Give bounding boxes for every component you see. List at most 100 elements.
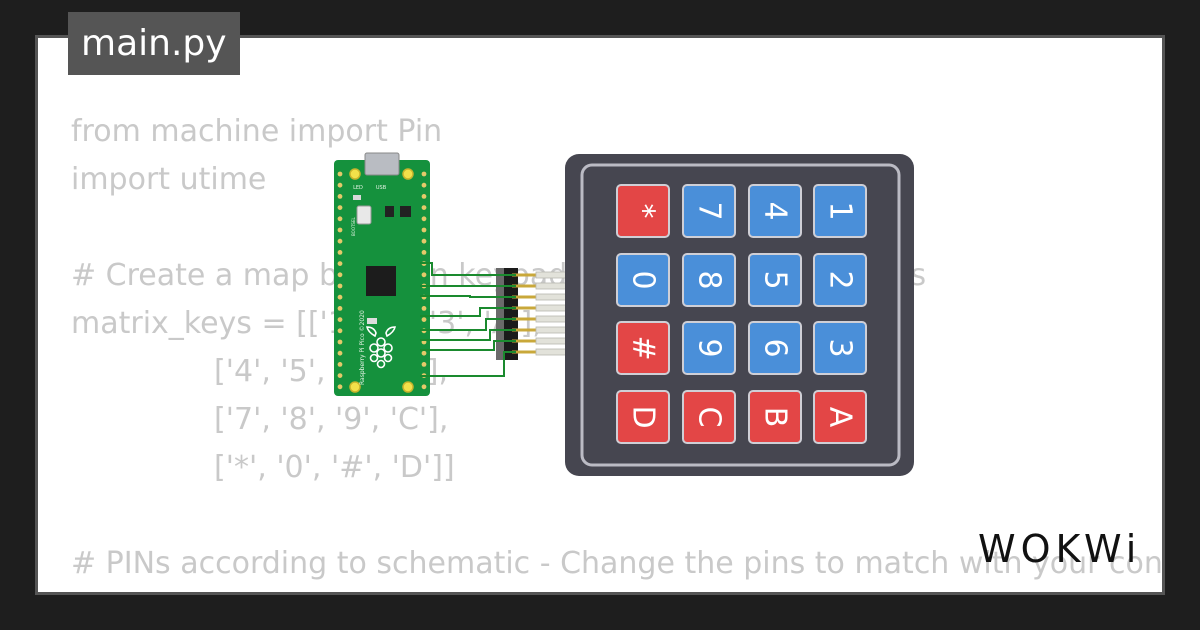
led: [353, 195, 361, 200]
key-face: [682, 321, 736, 375]
pin-left: [337, 205, 343, 211]
ribbon-wire: [535, 271, 569, 279]
header-pin: [512, 295, 536, 299]
pin-right: [421, 182, 427, 188]
pin-right: [421, 171, 427, 177]
key-label: 8: [692, 270, 727, 289]
key-label: D: [626, 405, 661, 428]
key-label: #: [626, 335, 661, 360]
key-face: [616, 184, 670, 238]
pin-left: [337, 182, 343, 188]
key-#[interactable]: #: [616, 321, 670, 375]
wire-8: [420, 351, 516, 377]
pin-left: [337, 283, 343, 289]
key-C[interactable]: C: [682, 390, 736, 444]
pin-left: [337, 317, 343, 322]
key-label: 7: [692, 201, 727, 220]
file-tab[interactable]: main.py: [68, 12, 240, 75]
key-face: [748, 253, 802, 307]
pin-left: [337, 171, 343, 177]
pico-board[interactable]: LED USB BOOTSEL Raspberry Pi Pico ©2020: [334, 152, 430, 396]
key-face: [682, 253, 736, 307]
key-4[interactable]: 4: [748, 184, 802, 238]
ribbon-wire: [535, 348, 569, 356]
key-*[interactable]: *: [616, 184, 670, 238]
pin-left: [337, 272, 343, 278]
key-D[interactable]: D: [616, 390, 670, 444]
key-face: [682, 184, 736, 238]
mount-hole-tr: [402, 168, 414, 180]
pin-left: [337, 373, 343, 378]
pin-left: [337, 238, 343, 244]
ribbon-wire: [535, 304, 569, 312]
key-2[interactable]: 2: [813, 253, 867, 307]
key-3[interactable]: 3: [813, 321, 867, 375]
key-label: 6: [758, 338, 793, 357]
pico-silkscreen: Raspberry Pi Pico ©2020: [359, 310, 366, 385]
key-5[interactable]: 5: [748, 253, 802, 307]
rp2040-chip: [366, 266, 396, 296]
bootsel-label: BOOTSEL: [351, 217, 356, 236]
ribbon-wire: [535, 282, 569, 290]
pin-left: [337, 339, 343, 345]
pin-right: [421, 216, 427, 222]
pin-left: [337, 328, 343, 334]
key-label: A: [823, 407, 858, 428]
pin-left: [337, 384, 343, 390]
key-B[interactable]: B: [748, 390, 802, 444]
header-pin: [512, 317, 536, 321]
mount-hole-bl: [349, 381, 361, 393]
key-face: [616, 253, 670, 307]
pin-right: [421, 362, 427, 367]
bootsel-button[interactable]: [356, 205, 372, 225]
code-line: import utime: [71, 162, 267, 197]
led-label: LED: [353, 185, 363, 191]
header-pin: [512, 339, 536, 343]
pin-right: [421, 317, 427, 322]
key-8[interactable]: 8: [682, 253, 736, 307]
wire-7: [420, 340, 516, 351]
header-pin: [512, 273, 536, 277]
key-face: [748, 390, 802, 444]
wires: [420, 262, 516, 377]
header-pin: [512, 306, 536, 310]
pin-right: [421, 194, 427, 199]
header-pin: [512, 350, 536, 354]
usb-label: USB: [376, 185, 387, 191]
header-pin: [512, 284, 536, 288]
ribbon-wire: [535, 337, 569, 345]
key-face: [813, 390, 867, 444]
key-label: B: [758, 407, 793, 428]
code-line: # PINs according to schematic - Change t…: [71, 546, 1163, 581]
key-9[interactable]: 9: [682, 321, 736, 375]
wire-1: [420, 262, 516, 276]
key-6[interactable]: 6: [748, 321, 802, 375]
key-label: 2: [823, 270, 858, 289]
key-face: [748, 184, 802, 238]
key-0[interactable]: 0: [616, 253, 670, 307]
key-1[interactable]: 1: [813, 184, 867, 238]
key-face: [616, 321, 670, 375]
pin-left: [337, 362, 343, 367]
raspberry-logo-icon: [366, 326, 396, 369]
pin-left: [337, 227, 343, 233]
ribbon-wire: [535, 326, 569, 334]
key-A[interactable]: A: [813, 390, 867, 444]
key-label: 4: [758, 201, 793, 220]
code-line: ['*', '0', '#', 'D']]: [71, 450, 455, 485]
mount-hole-tl: [349, 168, 361, 180]
key-7[interactable]: 7: [682, 184, 736, 238]
mount-hole-br: [402, 381, 414, 393]
key-label: 9: [692, 338, 727, 357]
pin-left: [337, 216, 343, 222]
smd-part: [367, 318, 377, 324]
key-label: 0: [626, 270, 661, 289]
wire-5: [420, 318, 516, 331]
pin-left: [337, 294, 343, 300]
header-pin: [512, 328, 536, 332]
key-label: 3: [823, 338, 858, 357]
key-face: [813, 253, 867, 307]
